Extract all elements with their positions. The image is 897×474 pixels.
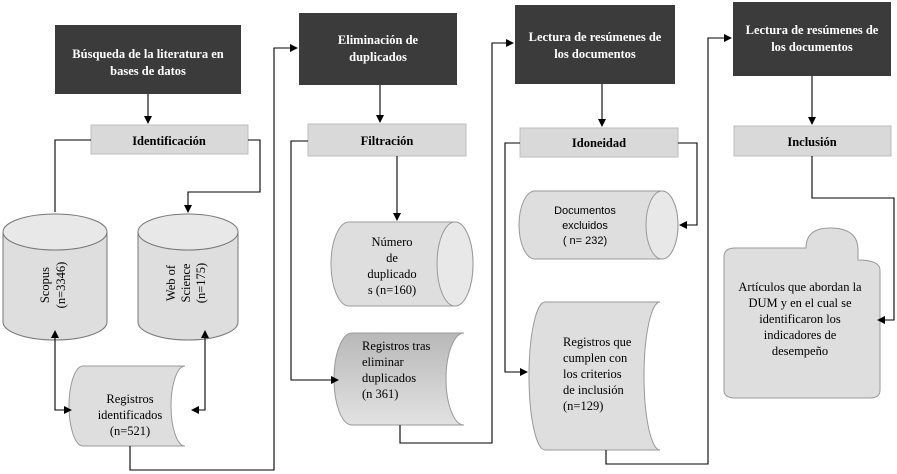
- records-identified-line1: Registros: [106, 392, 153, 406]
- after-dedup-count: (n 361): [362, 387, 398, 401]
- criteria-line2: cumplen con: [563, 351, 628, 365]
- stage1-label-box: [90, 124, 249, 155]
- stage3-label: Idoneidad: [572, 136, 626, 150]
- scopus-database-cylinder: Scopus (n=3346): [2, 213, 108, 341]
- stage4-label: Inclusión: [787, 135, 836, 149]
- duplicates-line3: duplicado: [367, 267, 416, 281]
- stage1-title-line2: bases de datos: [110, 64, 186, 78]
- wos-label-line1: Web of: [164, 264, 178, 301]
- records-identified-shape: Registros identificados (n=521): [68, 365, 186, 447]
- stage4-title-line2: los documentos: [771, 40, 853, 54]
- excluded-count: ( n= 232): [563, 235, 607, 247]
- after-dedup-line2: eliminar: [362, 355, 404, 369]
- wos-count: (n=175): [194, 263, 208, 303]
- included-line3: identificaron los: [759, 312, 841, 326]
- after-dedup-line3: duplicados: [362, 371, 416, 385]
- included-line2: DUM y en el cual se: [748, 296, 852, 310]
- stage4-title-line1: Lectura de resúmenes de: [746, 23, 879, 37]
- stage4-title-box: [733, 2, 891, 76]
- duplicates-shape: Número de duplicado s (n=160): [330, 221, 474, 307]
- excluded-line2: excluidos: [562, 220, 608, 232]
- excluded-line1: Documentos: [554, 205, 616, 217]
- stage1-title-box: [55, 25, 241, 94]
- included-articles-shape: Artículos que abordan la DUM y en el cua…: [723, 227, 881, 399]
- criteria-line4: de inclusión: [563, 383, 625, 397]
- stage3-title-line2: los documentos: [554, 47, 636, 61]
- stage2-title-box: [299, 13, 457, 85]
- records-identified-count: (n=521): [110, 424, 150, 438]
- wos-label-line2: Science: [179, 263, 193, 302]
- included-line1: Artículos que abordan la: [738, 280, 862, 294]
- records-identified-line2: identificados: [98, 408, 163, 422]
- stage2-label: Filtración: [361, 134, 414, 148]
- stage4-label-box: [733, 125, 892, 157]
- duplicates-line1: Número: [372, 235, 413, 249]
- wos-database-cylinder: Web of Science (n=175): [137, 213, 239, 341]
- criteria-records-shape: Registros que cumplen con los criterios …: [528, 301, 661, 451]
- duplicates-line2: de: [386, 251, 398, 265]
- criteria-line1: Registros que: [563, 335, 632, 349]
- criteria-count: (n=129): [563, 399, 603, 413]
- stage2-title-line2: duplicados: [349, 50, 407, 64]
- stage2-label-box: [307, 123, 467, 157]
- included-line4: indicadores de: [764, 328, 837, 342]
- criteria-line3: los criterios: [563, 367, 622, 381]
- duplicates-count: s (n=160): [368, 283, 416, 297]
- stage3-title-box: [515, 5, 675, 84]
- stage3-label-box: [519, 127, 679, 158]
- excluded-documents-shape: Documentos excluidos ( n= 232): [518, 190, 679, 260]
- stage2-title-line1: Eliminación de: [338, 33, 419, 47]
- scopus-count: (n=3346): [54, 262, 68, 309]
- after-dedup-line1: Registros tras: [362, 339, 431, 353]
- stage1-title-line1: Búsqueda de la literatura en: [72, 47, 223, 61]
- records-after-dedup-shape: Registros tras eliminar duplicados (n 36…: [333, 332, 465, 426]
- stage1-label: Identificación: [132, 134, 206, 148]
- included-line5: desempeño: [772, 344, 828, 358]
- scopus-label: Scopus: [38, 267, 52, 303]
- stage3-title-line1: Lectura de resúmenes de: [529, 30, 662, 44]
